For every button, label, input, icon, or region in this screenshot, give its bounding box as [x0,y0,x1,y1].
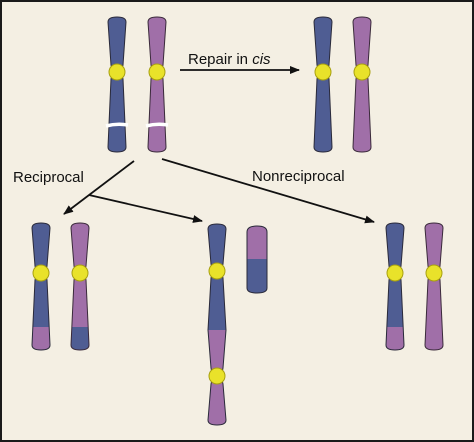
centromere [32,264,50,282]
chromosome-reciprocal-blue [31,222,51,351]
centromere [208,367,226,385]
label-nonreciprocal: Nonreciprocal [252,168,345,185]
arrow-reciprocal-middle [88,194,203,223]
chromosome-top-right-purple [352,16,372,153]
chromosome-dicentric [207,223,227,426]
centromere [386,264,404,282]
label-repair-in-cis: Repair in cis [188,51,271,68]
arrow-reciprocal-left [63,160,135,215]
chromosome-top-left-blue [105,16,129,153]
centromere [148,63,166,81]
centromere [353,63,371,81]
chromosome-nonreciprocal-purple [424,222,444,351]
chromosome-top-right-blue [313,16,333,153]
centromere [314,63,332,81]
arrow-nonreciprocal [161,158,375,224]
break-mark-left [105,122,129,128]
centromere [208,262,226,280]
break-mark-right [145,122,169,128]
chromosome-top-left-purple [145,16,169,153]
chromosome-acentric-fragment [246,225,268,294]
centromere [71,264,89,282]
chromosome-nonreciprocal-blue [385,222,405,351]
chromosome-reciprocal-purple [70,222,90,351]
centromere [108,63,126,81]
label-reciprocal: Reciprocal [13,169,84,186]
centromere [425,264,443,282]
